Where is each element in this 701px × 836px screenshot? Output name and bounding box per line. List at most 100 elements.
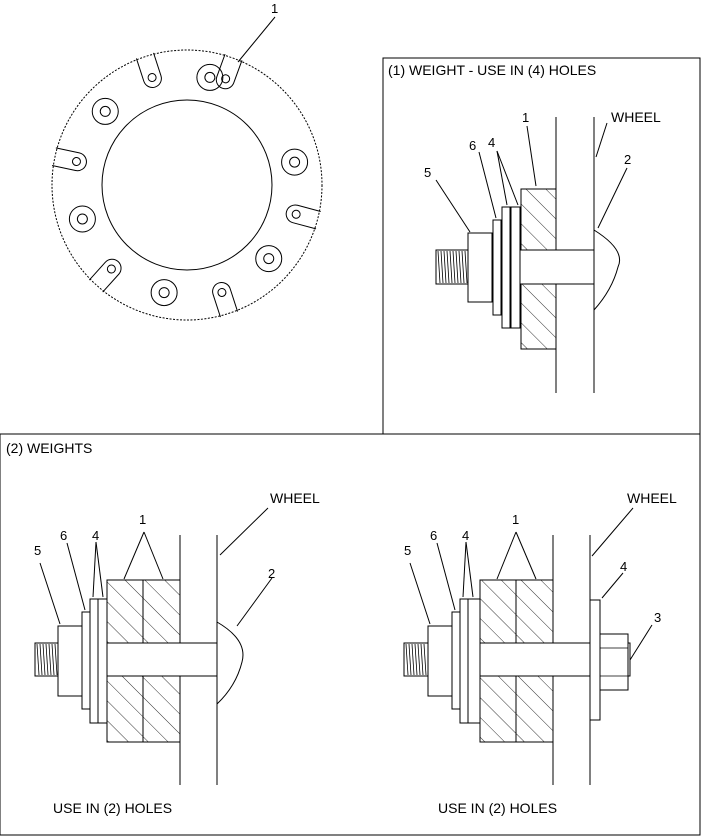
callout-4: 4 (462, 528, 469, 543)
leader-line (219, 507, 269, 556)
slot-inner (147, 73, 157, 83)
lock-washer (81, 611, 91, 710)
callout-1: 1 (522, 110, 529, 125)
bolt-hole-inner (99, 105, 111, 117)
leader-line (123, 531, 145, 580)
slot-inner (106, 264, 116, 274)
callout-4: 4 (488, 135, 495, 150)
leader-line (515, 531, 537, 580)
leader-line (66, 542, 86, 611)
panel-two-border (0, 433, 701, 836)
bolt-threads (36, 643, 58, 676)
leader-line (95, 541, 104, 598)
leader-line (237, 16, 276, 63)
thread-line (408, 643, 412, 676)
slot-inner (221, 74, 231, 84)
slot-inner (291, 209, 301, 219)
two-weights-bolt-head: 5 6 4 1 WHEEL 2 USE IN (2) HOLES (34, 490, 320, 816)
leader-line (496, 531, 517, 580)
washer (89, 598, 99, 724)
bolt-threads (405, 643, 427, 676)
nut (467, 232, 493, 303)
slot-hole (88, 258, 122, 293)
bolt-hole (91, 97, 119, 125)
callout-1: 1 (139, 512, 146, 527)
thread-line (42, 643, 46, 676)
thread-line (423, 643, 427, 676)
leader-line (462, 541, 467, 598)
leader-line (496, 150, 508, 206)
leader-line (39, 562, 61, 625)
callout-4: 4 (92, 528, 99, 543)
bolt-hole (68, 205, 96, 233)
leader-line (595, 122, 608, 158)
slot-hole (51, 147, 87, 172)
slot-inner (217, 287, 227, 297)
washer (510, 206, 521, 329)
thread-line (464, 250, 468, 284)
panel-one-title: (1) WEIGHT - USE IN (4) HOLES (388, 62, 596, 78)
leader-line (435, 179, 471, 233)
thread-line (437, 250, 441, 284)
slot-hole (215, 53, 243, 90)
leader-line (601, 572, 624, 599)
slot-outline (285, 204, 321, 230)
bolt-hole (196, 63, 224, 91)
bolt-threads (437, 250, 468, 284)
weight-plate-top-view: 1 (51, 1, 323, 321)
bolt-hole-inner (289, 156, 301, 168)
thread-line (443, 250, 447, 284)
thread-line (45, 643, 49, 676)
slot-outline (212, 282, 239, 318)
bolt-head (593, 229, 620, 312)
thread-line (420, 643, 424, 676)
leader-line (526, 125, 537, 187)
thread-line (36, 643, 40, 676)
two-weights-nut-end: 5 6 4 1 WHEEL 4 3 USE IN (2) HOLES (403, 490, 677, 816)
thread-line (417, 643, 421, 676)
slot-outline (135, 52, 162, 88)
usage-caption: USE IN (2) HOLES (438, 800, 557, 816)
washer (459, 598, 469, 724)
washer (501, 206, 511, 329)
slot-hole (212, 282, 239, 318)
leader-line (478, 151, 497, 219)
thread-line (54, 643, 58, 676)
leader-line (496, 150, 519, 206)
washer (589, 599, 601, 721)
nut (427, 625, 453, 697)
slot-outline (215, 53, 243, 90)
thread-line (411, 643, 415, 676)
leader-line (143, 531, 164, 580)
slot-outline (88, 258, 122, 293)
bolt-hole-inner (158, 287, 170, 299)
callout-2: 2 (268, 566, 275, 581)
callout-2: 2 (624, 152, 631, 167)
thread-line (452, 250, 456, 284)
callout-5: 5 (424, 165, 431, 180)
thread-line (440, 250, 444, 284)
thread-line (455, 250, 459, 284)
leader-line (629, 624, 653, 661)
bolt-head (216, 621, 244, 706)
wheel-label: WHEEL (611, 109, 661, 125)
plate-holes (51, 52, 321, 318)
plate-outer-edge (51, 49, 323, 321)
thread-line (449, 250, 453, 284)
callout-6: 6 (469, 138, 476, 153)
washer (467, 598, 481, 724)
callout-6: 6 (430, 528, 437, 543)
thread-line (458, 250, 462, 284)
plate-center-bore (101, 99, 273, 271)
slot-hole (135, 52, 162, 88)
slot-outline (51, 147, 87, 172)
thread-line (48, 643, 52, 676)
leader-line (465, 541, 474, 598)
panel-one-weight: (1) WEIGHT - USE IN (4) HOLES 5 6 4 1 WH… (382, 57, 701, 435)
hex-nut (599, 633, 629, 691)
thread-line (414, 643, 418, 676)
wheel-label: WHEEL (627, 490, 677, 506)
thread-line (461, 250, 465, 284)
bolt-hole (281, 148, 309, 176)
bolt-hole-inner (204, 71, 216, 83)
